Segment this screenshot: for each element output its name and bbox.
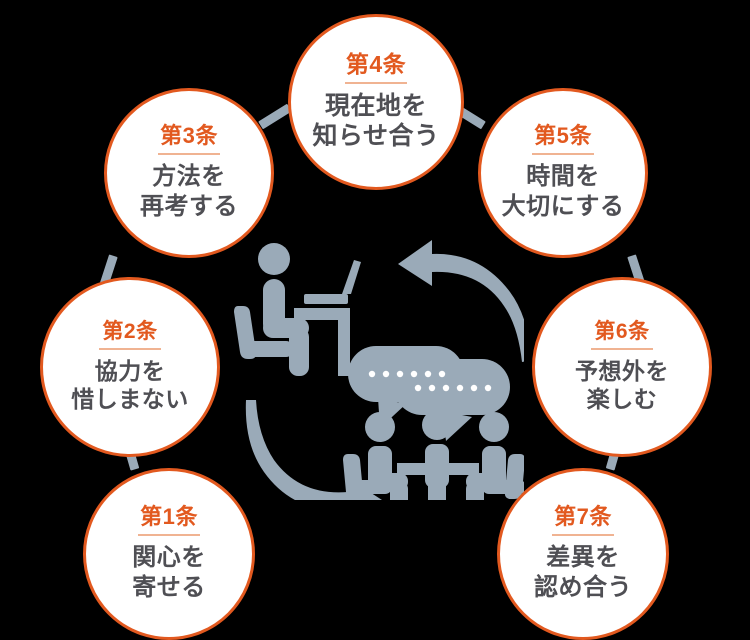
cycle-node-1[interactable]: 第1条 関心を 寄せる xyxy=(83,468,255,640)
node-4-line-1: 現在地を xyxy=(324,91,427,120)
node-2-number: 第2条 xyxy=(102,319,158,343)
node-2-line-2: 惜しまない xyxy=(71,386,189,412)
cycle-node-4[interactable]: 第4条 現在地を 知らせ合う xyxy=(288,14,464,190)
node-7-line-2: 認め合う xyxy=(534,573,632,601)
person-at-desk-icon xyxy=(234,243,361,376)
node-3-divider xyxy=(158,153,220,156)
node-1-divider xyxy=(138,534,200,537)
node-5-line-1: 時間を xyxy=(526,163,600,191)
node-1-number: 第1条 xyxy=(140,504,198,530)
node-3-line-2: 再考する xyxy=(140,192,238,220)
curved-arrow-top-icon xyxy=(398,240,524,362)
node-2-line-1: 協力を xyxy=(94,357,166,384)
node-5-divider xyxy=(532,153,594,156)
node-4-number: 第4条 xyxy=(345,50,407,77)
node-5-number: 第5条 xyxy=(534,123,592,149)
collaboration-cycle-illustration xyxy=(232,228,524,500)
node-3-number: 第3条 xyxy=(160,123,218,149)
node-5-line-2: 大切にする xyxy=(501,192,625,220)
node-3-line-1: 方法を xyxy=(152,163,226,191)
curved-arrow-bottom-icon xyxy=(245,400,382,500)
node-7-divider xyxy=(552,534,614,537)
node-6-divider xyxy=(591,347,653,350)
node-7-line-1: 差異を xyxy=(546,544,620,572)
node-4-line-2: 知らせ合う xyxy=(312,122,440,150)
node-6-number: 第6条 xyxy=(594,319,650,343)
bubble-dots xyxy=(368,370,492,392)
node-6-line-2: 楽しむ xyxy=(586,386,658,412)
node-7-number: 第7条 xyxy=(554,504,612,530)
node-4-divider xyxy=(345,81,407,84)
node-2-divider xyxy=(99,347,161,350)
cycle-node-5[interactable]: 第5条 時間を 大切にする xyxy=(478,88,648,258)
cycle-node-7[interactable]: 第7条 差異を 認め合う xyxy=(497,468,669,640)
cycle-node-6[interactable]: 第6条 予想外を 楽しむ xyxy=(532,277,712,457)
node-6-line-1: 予想外を xyxy=(575,357,669,384)
cycle-node-2[interactable]: 第2条 協力を 惜しまない xyxy=(40,277,220,457)
cycle-node-3[interactable]: 第3条 方法を 再考する xyxy=(104,88,274,258)
node-1-line-2: 寄せる xyxy=(132,573,206,601)
connector-3-4 xyxy=(258,103,292,130)
meeting-group-icon xyxy=(343,410,524,500)
node-1-line-1: 関心を xyxy=(132,544,206,572)
